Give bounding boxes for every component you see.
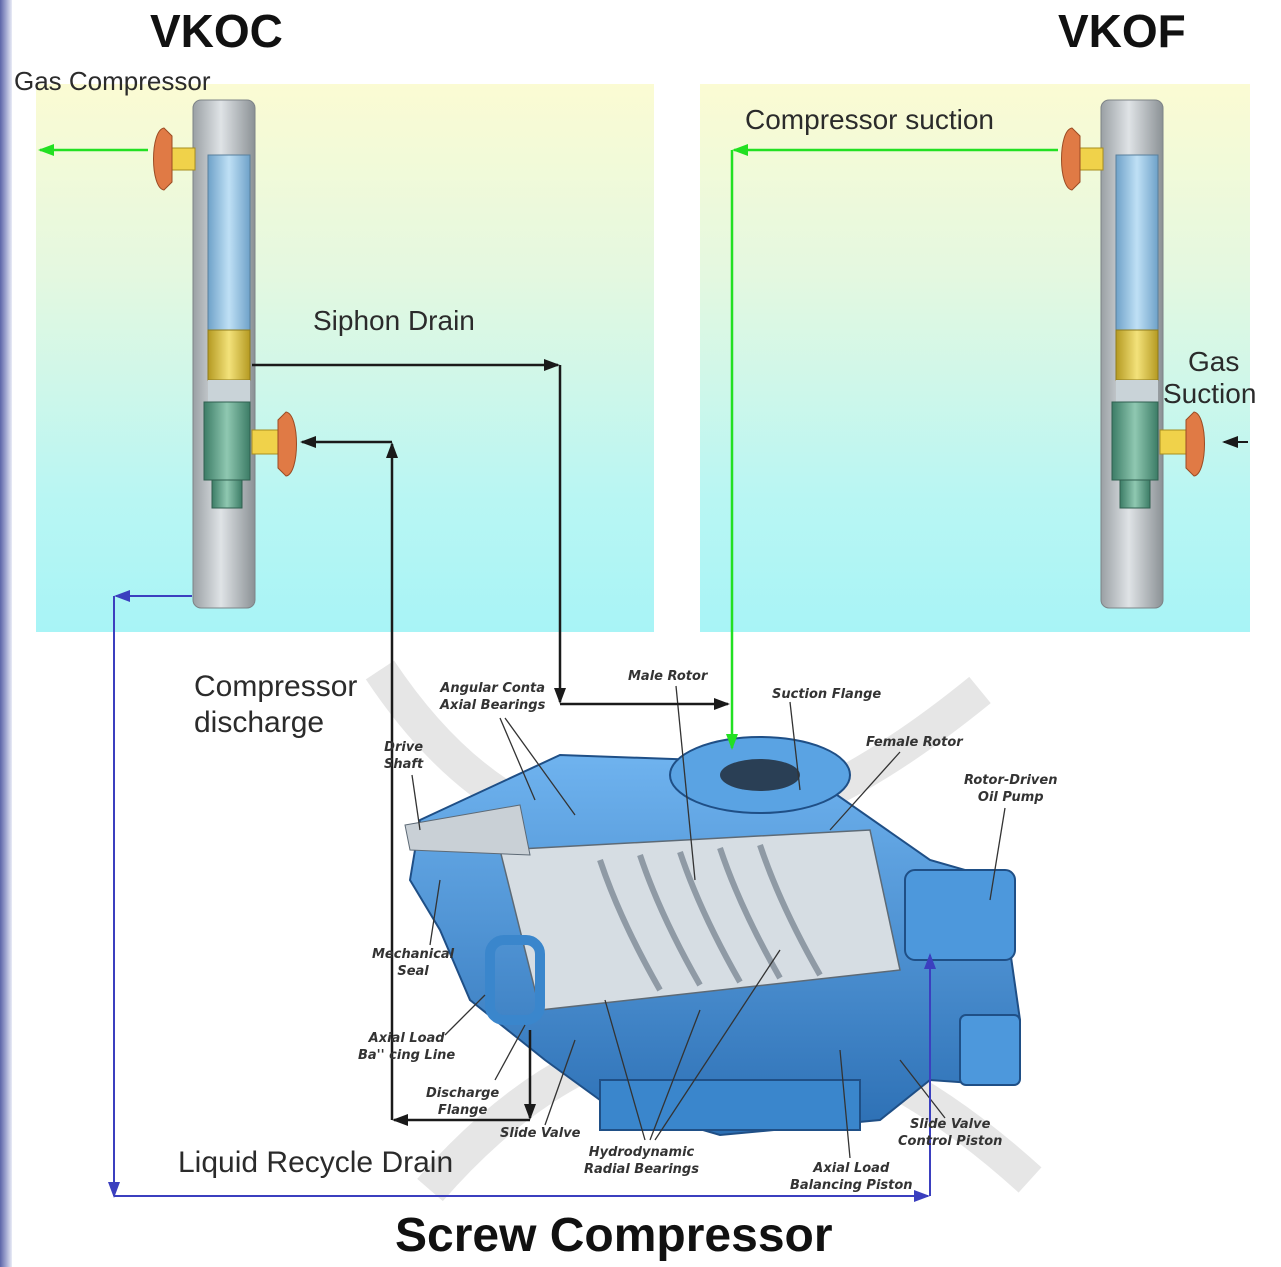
callout-female-rotor: Female Rotor xyxy=(866,735,963,750)
callout-text: Seal xyxy=(397,964,429,979)
callout-text: Ba'' cing Line xyxy=(358,1048,456,1063)
callout-leaders xyxy=(411,685,1006,1159)
callout-text: Control Piston xyxy=(898,1134,1003,1149)
liquid-recycle-drain-line xyxy=(108,590,936,1202)
callout-text: Radial Bearings xyxy=(584,1162,699,1177)
vkof-title: VKOF xyxy=(1058,5,1186,57)
vkof-lower-nozzle xyxy=(1159,411,1205,477)
vkoc-top-nozzle xyxy=(153,127,196,191)
screw-compressor-illustration xyxy=(404,736,1022,1137)
siphon-drain-line xyxy=(252,359,730,710)
liquid-recycle-drain-label: Liquid Recycle Drain xyxy=(178,1146,454,1179)
compressor-suction-label: Compressor suction xyxy=(745,104,994,135)
vkoc-vessel xyxy=(192,99,256,609)
vkoc-lower-nozzle xyxy=(251,411,297,477)
callout-text: Slide Valve xyxy=(909,1117,991,1132)
callout-text: Angular Conta xyxy=(440,681,546,696)
callout-angular-contact-bearings: Angular Conta Axial Bearings xyxy=(440,680,545,714)
callout-text: Discharge xyxy=(426,1086,500,1101)
vkoc-panel xyxy=(36,84,654,632)
callout-text: Mechanical xyxy=(372,947,455,962)
callout-text: Flange xyxy=(437,1103,488,1118)
callout-mechanical-seal: Mechanical Seal xyxy=(372,946,454,980)
callout-text: Axial Load xyxy=(368,1031,445,1046)
callout-text: Axial Load xyxy=(813,1161,890,1176)
callout-text: Axial Bearings xyxy=(440,698,546,713)
callout-text: Rotor-Driven xyxy=(964,773,1058,788)
gas-suction-label-line2: Suction xyxy=(1163,378,1257,409)
callout-slide-valve-control-piston: Slide Valve Control Piston xyxy=(898,1116,1002,1150)
compressor-discharge-line xyxy=(300,436,536,1126)
callout-axial-load-balancing-piston: Axial Load Balancing Piston xyxy=(790,1160,913,1194)
compressor-discharge-label-line2: discharge xyxy=(194,706,325,739)
callout-axial-load-balancing-line: Axial Load Ba'' cing Line xyxy=(358,1030,455,1064)
siphon-drain-label: Siphon Drain xyxy=(313,305,475,336)
callout-text: Drive xyxy=(384,740,424,755)
callout-male-rotor: Male Rotor xyxy=(628,669,708,684)
callout-text: Hydrodynamic xyxy=(588,1145,695,1160)
callout-suction-flange: Suction Flange xyxy=(772,687,882,702)
vkof-vessel xyxy=(1100,99,1164,609)
callout-discharge-flange: Discharge Flange xyxy=(426,1085,499,1119)
callout-text: Balancing Piston xyxy=(790,1178,913,1193)
callout-slide-valve: Slide Valve xyxy=(500,1126,581,1141)
callout-hydrodynamic-radial-bearings: Hydrodynamic Radial Bearings xyxy=(584,1144,699,1178)
callout-text: Oil Pump xyxy=(977,790,1044,805)
callout-rotor-driven-oil-pump: Rotor-Driven Oil Pump xyxy=(964,772,1057,806)
left-accent-bar xyxy=(0,0,12,1267)
callout-drive-shaft: Drive Shaft xyxy=(384,739,423,773)
compressor-discharge-label-line1: Compressor xyxy=(194,670,358,703)
compressor-suction-line xyxy=(726,144,1058,750)
callout-text: Shaft xyxy=(384,757,424,772)
screw-compressor-title: Screw Compressor xyxy=(395,1209,833,1262)
vkoc-title: VKOC xyxy=(150,5,283,57)
vkof-top-nozzle xyxy=(1061,127,1104,191)
gas-suction-label-line1: Gas xyxy=(1188,346,1240,377)
gas-compressor-label: Gas Compressor xyxy=(14,66,211,96)
